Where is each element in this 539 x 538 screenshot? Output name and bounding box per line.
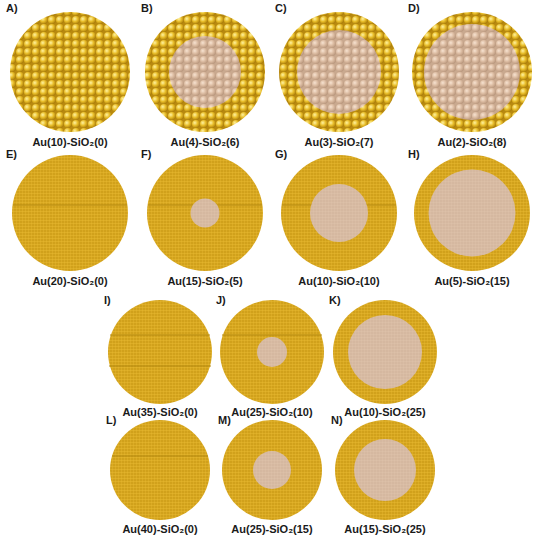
panel-caption: Au(10)-SiO₂(0) [32,136,107,149]
panel-caption: Au(35)-SiO₂(0) [122,406,197,419]
panel-caption: Au(15)-SiO₂(5) [167,275,242,288]
particle [279,12,399,132]
particle [108,300,212,404]
particle [110,420,210,520]
panel-caption: Au(20)-SiO₂(0) [32,275,107,288]
panel-letter: J) [216,294,226,307]
particle [333,300,437,404]
particle [222,420,322,520]
panel-letter: F) [141,148,151,161]
panel-caption: Au(15)-SiO₂(25) [344,523,425,536]
panel-letter: M) [218,414,231,427]
particle [220,300,324,404]
panel-letter: L) [106,414,116,427]
panel-letter: H) [408,148,420,161]
panel-letter: I) [104,294,111,307]
panel-letter: D) [408,2,420,15]
panel-letter: G) [275,148,287,161]
panel-letter: K) [329,294,341,307]
particle [12,155,128,271]
particle [281,155,397,271]
panel-caption: Au(5)-SiO₂(15) [434,275,509,288]
particle [145,12,265,132]
panel-caption: Au(40)-SiO₂(0) [122,523,197,536]
panel-caption: Au(4)-SiO₂(6) [170,136,239,149]
panel-caption: Au(2)-SiO₂(8) [437,136,506,149]
particle [412,12,532,132]
panel-letter: A) [6,2,18,15]
panel-letter: N) [331,414,343,427]
panel-letter: C) [275,2,287,15]
panel-caption: Au(10)-SiO₂(25) [344,406,425,419]
particle [335,420,435,520]
panel-letter: E) [6,148,17,161]
panel-letter: B) [141,2,153,15]
particle [10,12,130,132]
panel-caption: Au(10)-SiO₂(10) [298,275,379,288]
panel-caption: Au(25)-SiO₂(10) [231,406,312,419]
particle [147,155,263,271]
particle [414,155,530,271]
panel-caption: Au(25)-SiO₂(15) [231,523,312,536]
panel-caption: Au(3)-SiO₂(7) [304,136,373,149]
